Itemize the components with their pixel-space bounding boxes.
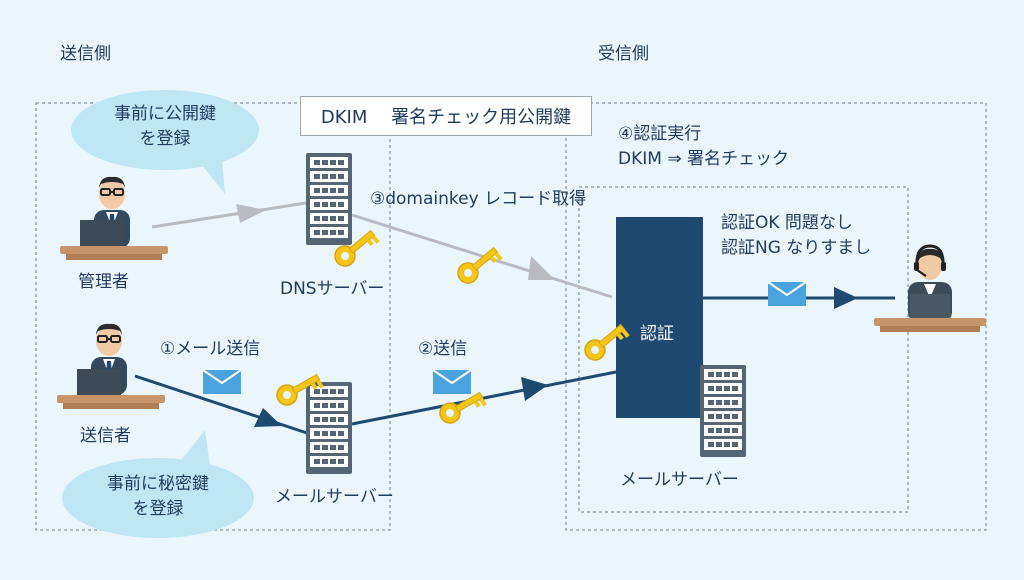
envelope-icon <box>767 281 807 307</box>
person-admin-icon <box>60 175 168 260</box>
admin-label: 管理者 <box>78 272 129 292</box>
receiver-side-box <box>565 102 987 531</box>
result-ng-label: 認証NG なりすまし <box>721 238 872 258</box>
receiver-server-box <box>578 186 909 513</box>
dns-server-label: DNSサーバー <box>280 279 385 299</box>
bubble-bottom-line2: を登録 <box>132 499 184 519</box>
person-operator-icon <box>874 244 986 332</box>
step3-label: ③domainkey レコード取得 <box>370 189 587 209</box>
sender-side-label: 送信側 <box>60 44 111 64</box>
speech-bubble-icon <box>71 90 259 194</box>
dkim-public-key-box: DKIM 署名チェック用公開鍵 <box>300 96 592 136</box>
auth-block <box>616 217 703 418</box>
envelope-icon <box>432 369 472 395</box>
mail-server-left-label: メールサーバー <box>275 487 394 507</box>
person-sender-icon <box>57 322 165 409</box>
step1-label: ①メール送信 <box>160 339 261 359</box>
server-icon <box>700 365 746 457</box>
auth-label: 認証 <box>640 324 674 344</box>
server-icon <box>306 153 352 245</box>
envelope-icon <box>202 369 242 395</box>
bubble-bottom-line1: 事前に秘密鍵 <box>107 474 209 494</box>
server-icon <box>306 382 352 474</box>
dkim-box-label: DKIM 署名チェック用公開鍵 <box>320 107 572 128</box>
bubble-top-line1: 事前に公開鍵 <box>114 104 216 124</box>
step4-detail: DKIM ⇒ 署名チェック <box>618 149 789 169</box>
bubble-top-line2: を登録 <box>139 129 191 149</box>
mail-server-right-label: メールサーバー <box>620 470 739 490</box>
sender-label: 送信者 <box>80 426 131 446</box>
result-ok-label: 認証OK 問題なし <box>721 213 853 233</box>
step2-label: ②送信 <box>418 339 468 359</box>
speech-bubble-icon <box>62 430 254 538</box>
step4-title: ④認証実行 <box>618 124 702 144</box>
receiver-side-label: 受信側 <box>598 44 649 64</box>
